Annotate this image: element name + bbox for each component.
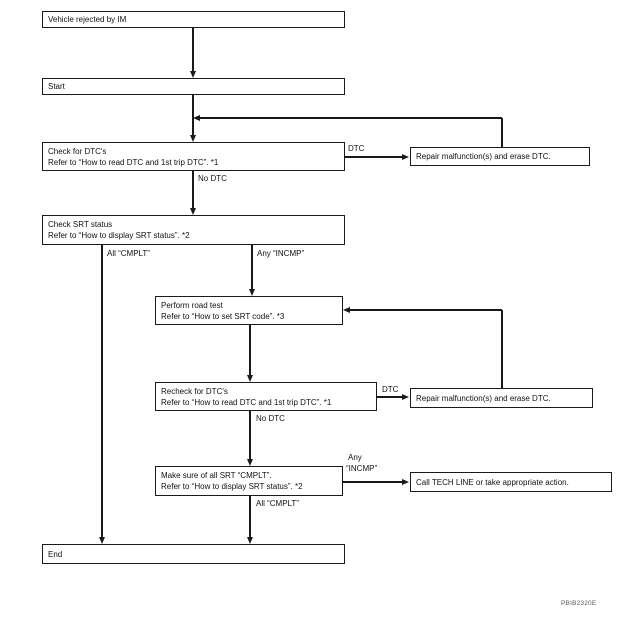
edge-start-to-checkdtc-line [192, 95, 194, 136]
arrow-down-icon [246, 459, 253, 466]
edge-label-all-cmplt-2: All “CMPLT” [256, 499, 299, 508]
edge-anyincmp-to-roadtest-line [251, 245, 253, 290]
arrow-right-icon [402, 478, 409, 485]
node-call-tech-line: Call TECH LINE or take appropriate actio… [410, 472, 612, 492]
node-text-line: Refer to “How to display SRT status”. *2 [48, 231, 190, 240]
node-check-dtc: Check for DTC's Refer to “How to read DT… [42, 142, 345, 171]
edge-roadtest-to-recheck-line [249, 325, 251, 376]
edge-vehicle-to-start-line [192, 28, 194, 72]
node-vehicle-rejected: Vehicle rejected by IM [42, 11, 345, 28]
node-text-line: Call TECH LINE or take appropriate actio… [416, 477, 569, 487]
edge-label-no-dtc-1: No DTC [198, 174, 227, 183]
node-make-sure-srt: Make sure of all SRT “CMPLT”. Refer to “… [155, 466, 343, 496]
figure-code: PBIB2320E [561, 600, 597, 607]
node-text-line: Refer to “How to read DTC and 1st trip D… [48, 157, 219, 167]
arrow-down-icon [246, 537, 253, 544]
node-repair-erase-2: Repair malfunction(s) and erase DTC. [410, 388, 593, 408]
edge-label-any-2-line2: “INCMP” [346, 464, 378, 473]
edge-label-all-cmplt-1: All “CMPLT” [107, 249, 150, 258]
edge-anyincmp2-line [343, 481, 403, 483]
edge-label-dtc-1: DTC [348, 144, 365, 153]
edge-makesure-to-end-line [249, 496, 251, 538]
arrow-right-icon [402, 153, 409, 160]
arrow-down-icon [98, 537, 105, 544]
edge-label-any-incmp-1: Any “INCMP” [257, 249, 305, 258]
edge-repair1-feedback-hline [199, 117, 502, 119]
arrow-down-icon [246, 375, 253, 382]
arrow-down-icon [189, 135, 196, 142]
arrow-left-icon [193, 114, 200, 121]
node-text-line: Check for DTC's [48, 146, 107, 156]
node-recheck-dtc: Recheck for DTC's Refer to “How to read … [155, 382, 377, 411]
edge-dtc2-line [377, 396, 403, 398]
node-road-test: Perform road test Refer to “How to set S… [155, 296, 343, 325]
node-text-line: Refer to “How to display SRT status”. *2 [161, 482, 303, 491]
node-check-srt: Check SRT status Refer to “How to displa… [42, 215, 345, 245]
node-text-line: Vehicle rejected by IM [48, 15, 127, 24]
node-text-line: End [48, 549, 63, 559]
edge-allcmplt-to-end-line [101, 245, 103, 538]
node-text-line: Repair malfunction(s) and erase DTC. [416, 152, 551, 161]
edge-recheck-to-makesure-line [249, 411, 251, 460]
arrow-left-icon [343, 306, 350, 313]
node-text-line: Check SRT status [48, 220, 113, 229]
edge-label-any-2-line1: Any [348, 453, 362, 462]
node-text-line: Make sure of all SRT “CMPLT”. [161, 471, 272, 480]
arrow-down-icon [189, 71, 196, 78]
edge-repair2-feedback-hline [349, 309, 502, 311]
node-text-line: Start [48, 82, 65, 91]
node-text-line: Refer to “How to set SRT code”. *3 [161, 311, 285, 321]
edge-label-dtc-2: DTC [382, 385, 399, 394]
arrow-down-icon [189, 208, 196, 215]
node-text-line: Recheck for DTC's [161, 386, 228, 396]
node-repair-erase-1: Repair malfunction(s) and erase DTC. [410, 147, 590, 166]
edge-repair1-feedback-vline [501, 118, 503, 147]
node-text-line: Refer to “How to read DTC and 1st trip D… [161, 397, 332, 407]
node-start: Start [42, 78, 345, 95]
node-text-line: Perform road test [161, 300, 223, 310]
arrow-right-icon [402, 393, 409, 400]
edge-checkdtc-to-checksrt-line [192, 171, 194, 209]
edge-repair2-feedback-vline [501, 310, 503, 388]
edge-dtc1-line [345, 156, 403, 158]
node-end: End [42, 544, 345, 564]
edge-label-no-dtc-2: No DTC [256, 414, 285, 423]
node-text-line: Repair malfunction(s) and erase DTC. [416, 393, 551, 403]
arrow-down-icon [248, 289, 255, 296]
